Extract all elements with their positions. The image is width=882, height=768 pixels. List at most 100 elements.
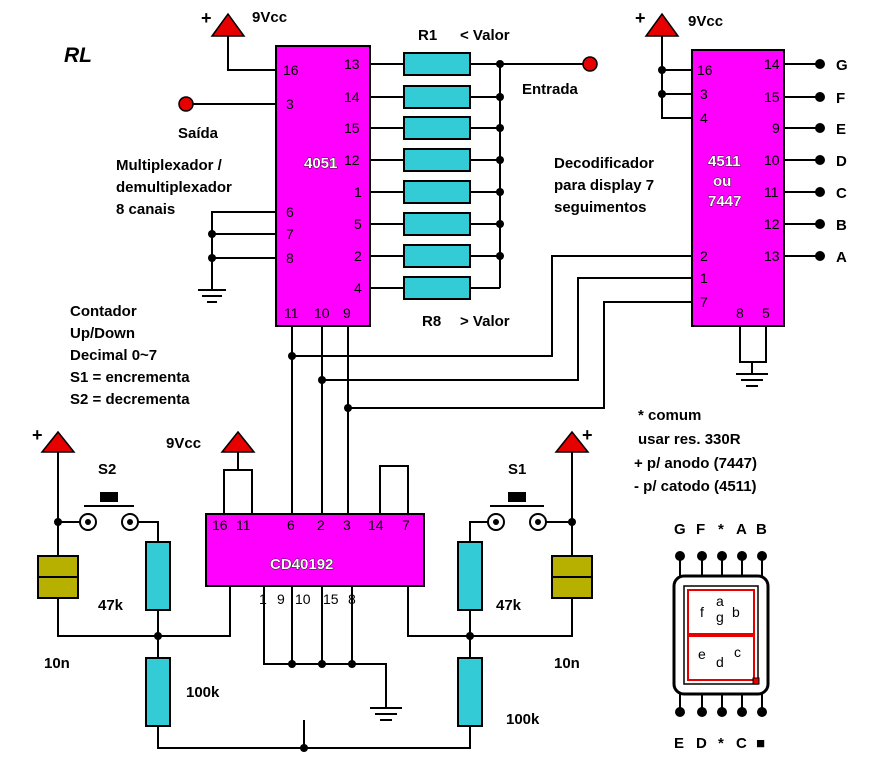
resistor-47k-left bbox=[145, 541, 171, 611]
svg-text:S1 = encrementa: S1 = encrementa bbox=[70, 369, 190, 386]
ground-icon bbox=[370, 707, 402, 721]
resistor-100k-right-label: 100k bbox=[506, 711, 540, 728]
svg-text:7447: 7447 bbox=[708, 193, 741, 210]
svg-text:16: 16 bbox=[283, 62, 299, 78]
svg-text:demultiplexador: demultiplexador bbox=[116, 179, 232, 196]
svg-text:f: f bbox=[700, 604, 704, 620]
svg-text:R8: R8 bbox=[422, 313, 441, 330]
resistor-100k-left-label: 100k bbox=[186, 684, 220, 701]
svg-text:4511: 4511 bbox=[708, 153, 741, 170]
resistor-r2 bbox=[403, 85, 471, 109]
watermark-rl: RL bbox=[64, 44, 92, 67]
resistor-100k-left bbox=[145, 657, 171, 727]
vcc-arrow-icon bbox=[220, 430, 256, 453]
display-bottom-labels: E D * C ■ bbox=[674, 735, 765, 752]
wires bbox=[57, 36, 820, 749]
resistor-47k-right bbox=[457, 541, 483, 611]
resistor-r7 bbox=[403, 244, 471, 268]
plus-sign: + bbox=[582, 425, 593, 445]
svg-text:A: A bbox=[736, 521, 747, 538]
svg-text:3: 3 bbox=[343, 517, 351, 533]
svg-text:15: 15 bbox=[344, 120, 360, 136]
output-c-label: C bbox=[836, 185, 847, 202]
vcc-label: 9Vcc bbox=[688, 13, 723, 30]
pushbutton-icon bbox=[508, 492, 526, 502]
display-top-labels: G F * A B bbox=[674, 521, 767, 538]
svg-text:4: 4 bbox=[700, 110, 708, 126]
svg-text:1: 1 bbox=[354, 184, 362, 200]
svg-text:> Valor: > Valor bbox=[460, 313, 510, 330]
svg-text:1: 1 bbox=[700, 270, 708, 286]
svg-text:Decimal 0~7: Decimal 0~7 bbox=[70, 347, 157, 364]
svg-text:10: 10 bbox=[314, 305, 330, 321]
switch-s1: S1 bbox=[487, 461, 547, 531]
mux-chip-name: 4051 bbox=[304, 155, 337, 172]
output-a-label: A bbox=[836, 249, 847, 266]
svg-text:7: 7 bbox=[402, 517, 410, 533]
svg-text:8: 8 bbox=[286, 250, 294, 266]
resistor-ladder bbox=[403, 52, 471, 300]
pushbutton-icon bbox=[100, 492, 118, 502]
svg-text:ou: ou bbox=[713, 173, 731, 190]
svg-text:Decodificador: Decodificador bbox=[554, 155, 654, 172]
svg-text:seguimentos: seguimentos bbox=[554, 199, 647, 216]
vcc-arrow-icon bbox=[554, 430, 590, 453]
svg-text:6: 6 bbox=[286, 204, 294, 220]
svg-text:2: 2 bbox=[700, 248, 708, 264]
svg-text:e: e bbox=[698, 646, 706, 662]
svg-text:*: * bbox=[718, 735, 724, 752]
output-e-label: E bbox=[836, 121, 846, 138]
counter-chip-name: CD40192 bbox=[270, 556, 333, 573]
svg-text:Contador: Contador bbox=[70, 303, 137, 320]
svg-text:B: B bbox=[756, 521, 767, 538]
capacitor-right-label: 10n bbox=[554, 655, 580, 672]
svg-text:C: C bbox=[736, 735, 747, 752]
resistor-47k-left-label: 47k bbox=[98, 597, 124, 614]
svg-text:G: G bbox=[674, 521, 686, 538]
svg-text:11: 11 bbox=[236, 517, 251, 533]
ground-icon bbox=[198, 289, 226, 303]
svg-text:8: 8 bbox=[736, 305, 744, 321]
svg-text:< Valor: < Valor bbox=[460, 27, 510, 44]
resistor-100k-right bbox=[457, 657, 483, 727]
resistor-r5 bbox=[403, 180, 471, 204]
plus-sign: + bbox=[201, 8, 212, 28]
vcc-arrow-icon bbox=[40, 430, 76, 453]
svg-text:S2 = decrementa: S2 = decrementa bbox=[70, 391, 190, 408]
svg-text:11: 11 bbox=[284, 305, 299, 321]
svg-text:b: b bbox=[732, 604, 740, 620]
svg-text:9: 9 bbox=[277, 591, 285, 607]
svg-text:9: 9 bbox=[343, 305, 351, 321]
svg-text:3: 3 bbox=[286, 96, 294, 112]
svg-text:para display 7: para display 7 bbox=[554, 177, 654, 194]
svg-text:d: d bbox=[716, 654, 724, 670]
decoder-description: Decodificador para display 7 seguimentos bbox=[554, 155, 654, 216]
svg-text:15: 15 bbox=[323, 591, 339, 607]
resistor-r4 bbox=[403, 148, 471, 172]
svg-text:3: 3 bbox=[700, 86, 708, 102]
ground-icon bbox=[736, 373, 768, 387]
counter-cd40192-chip: CD40192 16 11 6 2 3 14 7 1 9 10 15 8 bbox=[205, 513, 425, 607]
svg-text:12: 12 bbox=[344, 152, 360, 168]
svg-text:Up/Down: Up/Down bbox=[70, 325, 135, 342]
plus-sign: + bbox=[635, 8, 646, 28]
resistor-ladder-labels: R1 < Valor R8 > Valor bbox=[418, 27, 510, 330]
svg-text:16: 16 bbox=[697, 62, 713, 78]
svg-text:14: 14 bbox=[764, 56, 780, 72]
svg-text:R1: R1 bbox=[418, 27, 437, 44]
power-symbols: + + + + 9Vcc 9Vcc 9Vcc bbox=[32, 8, 723, 453]
resistor-r1 bbox=[403, 52, 471, 76]
output-terminal-icon bbox=[178, 96, 194, 112]
svg-text:6: 6 bbox=[287, 517, 295, 533]
svg-text:11: 11 bbox=[764, 184, 779, 200]
svg-text:7: 7 bbox=[286, 226, 294, 242]
svg-text:- p/ catodo (4511): - p/ catodo (4511) bbox=[634, 478, 757, 495]
output-label: Saída bbox=[178, 125, 219, 142]
common-note: * comum usar res. 330R + p/ anodo (7447)… bbox=[634, 407, 757, 495]
capacitor-left-label: 10n bbox=[44, 655, 70, 672]
svg-text:5: 5 bbox=[354, 216, 362, 232]
svg-text:13: 13 bbox=[344, 56, 360, 72]
svg-text:+ p/ anodo (7447): + p/ anodo (7447) bbox=[634, 455, 757, 472]
svg-text:*: * bbox=[718, 521, 724, 538]
seven-segment-display: G F * A B f a g b e d c E D * C ■ bbox=[672, 521, 770, 752]
